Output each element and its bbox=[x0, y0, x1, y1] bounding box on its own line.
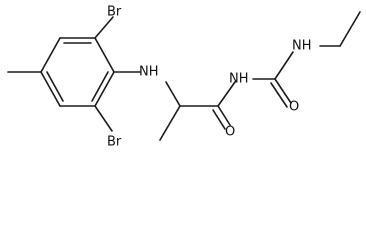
carbonyl-o-double-bond bbox=[212, 109, 226, 130]
atom-label-o-urea: O bbox=[289, 100, 299, 115]
chemical-structure-diagram: Br Br NH NH NH O O bbox=[7, 5, 361, 150]
carbonyl-nh-bond bbox=[217, 81, 236, 107]
ring-bond-double-inner bbox=[91, 71, 109, 102]
atom-label-nh-ethyl: NH bbox=[292, 39, 312, 54]
ring-bond-double-inner bbox=[46, 71, 64, 102]
atom-label-br-top: Br bbox=[107, 5, 122, 20]
ring-bond bbox=[94, 37, 115, 73]
bromo-top-bond bbox=[94, 16, 114, 39]
urea-o-bond bbox=[274, 78, 292, 104]
atom-label-br-bottom: Br bbox=[107, 135, 122, 150]
atom-label-nh-aniline: NH bbox=[139, 65, 159, 80]
ring-bond bbox=[40, 37, 61, 73]
bromo-bottom-bond bbox=[94, 105, 113, 132]
nh-ch-bond bbox=[165, 81, 181, 107]
urea-o-double-bond bbox=[270, 82, 288, 108]
ring-bond bbox=[40, 71, 61, 107]
atom-label-o-amide: O bbox=[225, 125, 235, 140]
ring-bond bbox=[94, 71, 115, 107]
ethyl-ch3-bond bbox=[339, 11, 361, 47]
ch-methyl-bond bbox=[159, 105, 181, 141]
carbonyl-o-bond bbox=[217, 105, 231, 126]
atom-label-nh-amide: NH bbox=[229, 72, 249, 87]
urea-nh-bond bbox=[274, 51, 294, 80]
